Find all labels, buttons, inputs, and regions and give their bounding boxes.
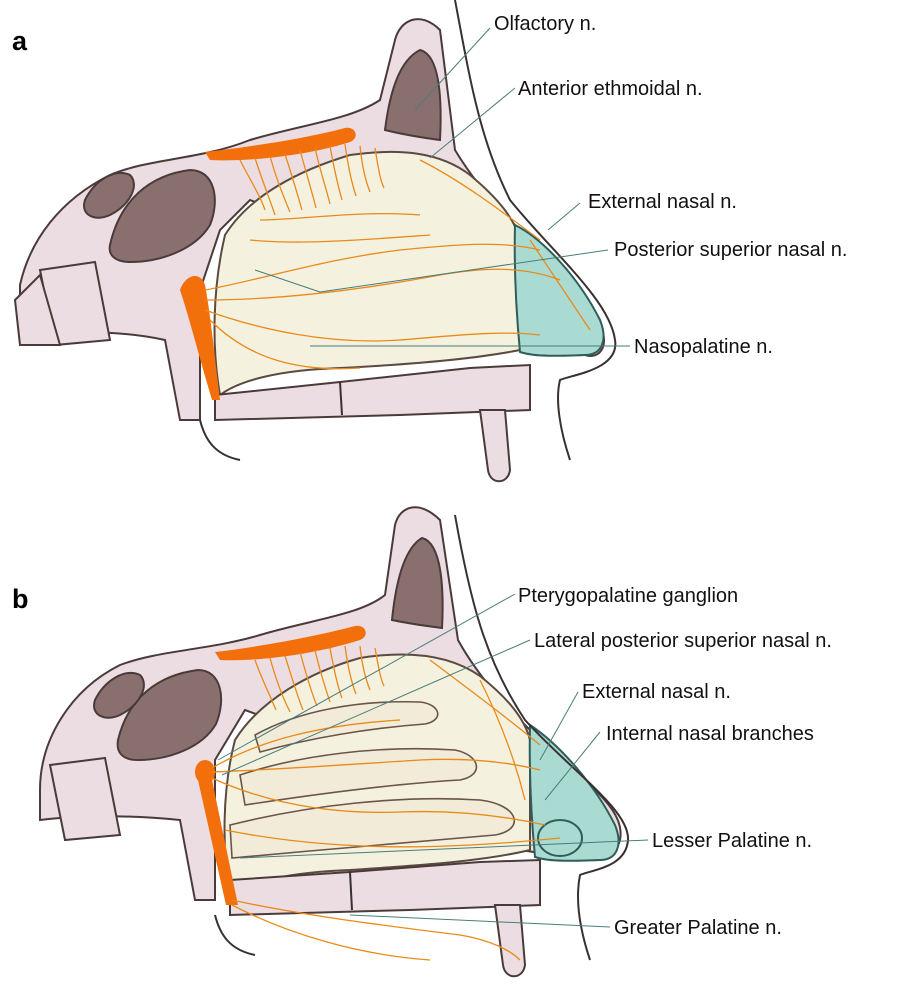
panel-b-lower-outline — [215, 915, 255, 955]
panel-a: a — [12, 0, 847, 481]
label-posterior-superior-nasal-nerve: Posterior superior nasal n. — [614, 239, 847, 261]
panel-b-incisor — [495, 905, 525, 976]
panel-a-lower-outline — [200, 420, 240, 460]
label-internal-nasal-branches: Internal nasal branches — [606, 723, 814, 745]
label-nasopalatine-nerve: Nasopalatine n. — [634, 336, 773, 358]
panel-a-letter: a — [12, 26, 28, 56]
label-lesser-palatine-nerve: Lesser Palatine n. — [652, 830, 812, 852]
label-lateral-posterior-superior-nasal-nerve: Lateral posterior superior nasal n. — [534, 630, 832, 652]
panel-b-letter: b — [12, 584, 29, 614]
label-external-nasal-nerve-b: External nasal n. — [582, 681, 731, 703]
panel-b: b — [12, 507, 832, 976]
label-greater-palatine-nerve: Greater Palatine n. — [614, 917, 782, 939]
label-pterygopalatine-ganglion: Pterygopalatine ganglion — [518, 585, 738, 607]
label-anterior-ethmoidal-nerve: Anterior ethmoidal n. — [518, 78, 703, 100]
label-external-nasal-nerve-a: External nasal n. — [588, 191, 737, 213]
panel-a-incisor — [480, 410, 510, 481]
label-olfactory-nerve: Olfactory n. — [494, 13, 596, 35]
